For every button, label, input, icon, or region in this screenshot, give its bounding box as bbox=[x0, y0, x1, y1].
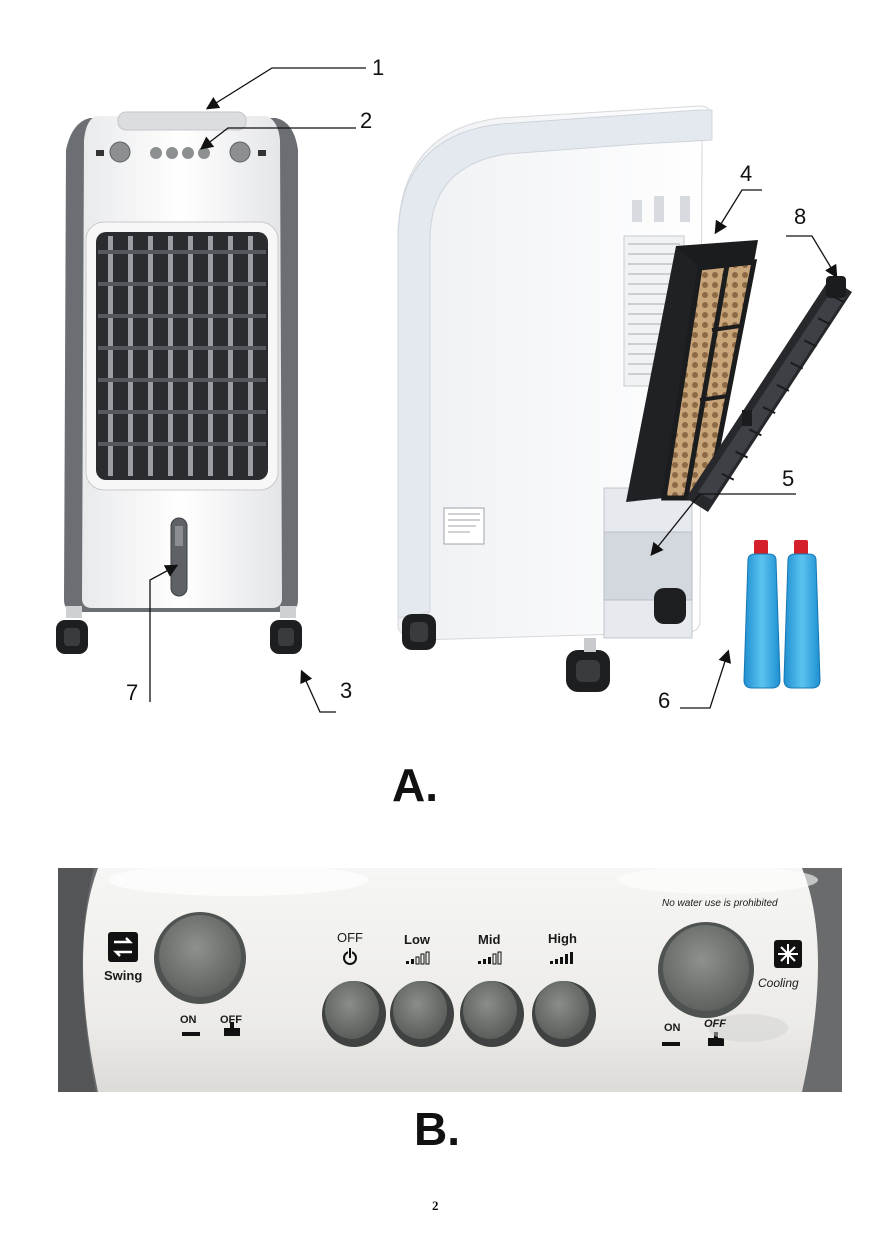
low-button-label: Low bbox=[404, 932, 430, 947]
callout-7: 7 bbox=[126, 680, 139, 705]
high-button-label: High bbox=[548, 931, 577, 946]
back-panel-slats bbox=[721, 295, 845, 481]
figure-a-label: A. bbox=[392, 759, 438, 811]
cooling-on-label: ON bbox=[664, 1022, 681, 1034]
callout-6: 6 bbox=[658, 688, 671, 713]
control-panel-closeup: Swing ON OFF OFF Low Mid High No water u… bbox=[58, 868, 842, 1092]
callout-leaders bbox=[149, 67, 838, 713]
ice-packs bbox=[743, 540, 821, 689]
page-number: 2 bbox=[432, 1198, 439, 1213]
cooling-warning: No water use is prohibited bbox=[662, 898, 778, 909]
control-panel-graphic bbox=[58, 868, 842, 1092]
cooling-label: Cooling bbox=[758, 976, 799, 990]
callout-1: 1 bbox=[372, 55, 385, 80]
side-cooler bbox=[397, 105, 713, 692]
speed-bars-high bbox=[550, 952, 573, 964]
mid-button-label: Mid bbox=[478, 932, 501, 947]
front-louvers bbox=[98, 236, 266, 476]
off-button-label: OFF bbox=[337, 930, 363, 945]
swing-off-label: OFF bbox=[220, 1014, 242, 1026]
callout-2: 2 bbox=[360, 108, 373, 133]
callout-8: 8 bbox=[794, 204, 807, 229]
callout-5: 5 bbox=[782, 466, 795, 491]
speed-bars-mid bbox=[478, 951, 502, 965]
swing-label: Swing bbox=[104, 968, 143, 983]
speed-bars-low bbox=[406, 951, 430, 965]
cooling-off-label: OFF bbox=[704, 1018, 726, 1030]
callout-3: 3 bbox=[340, 678, 353, 703]
swing-on-label: ON bbox=[180, 1014, 197, 1026]
cooling-pad-frame bbox=[626, 240, 758, 502]
figure-a-illustration bbox=[56, 67, 852, 713]
callout-4: 4 bbox=[740, 161, 753, 186]
figure-b-label: B. bbox=[414, 1103, 460, 1155]
